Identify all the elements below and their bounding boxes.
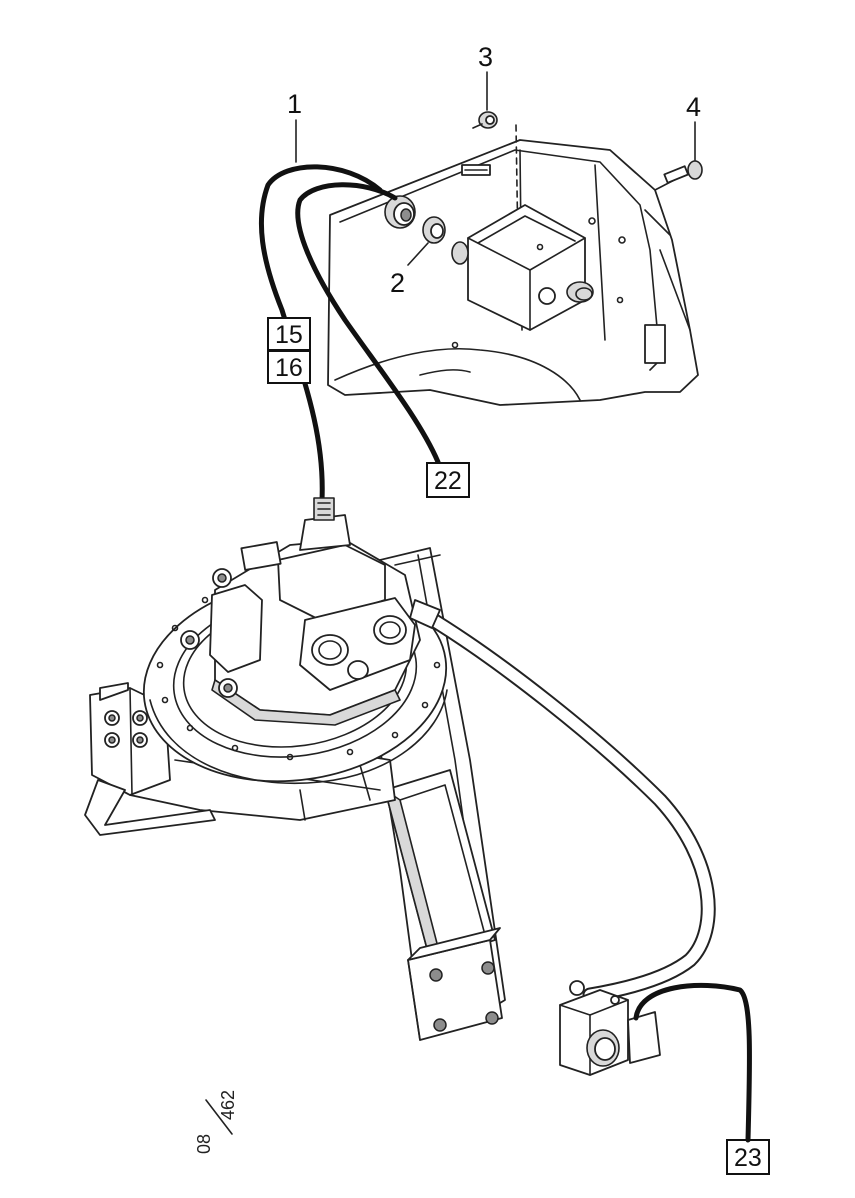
callout-label-4: 4 [686, 92, 701, 122]
callout-2: 2 [390, 242, 429, 298]
ref-box-16: 16 [267, 350, 311, 384]
callout-4: 4 [686, 92, 701, 161]
callout-3: 3 [478, 42, 493, 111]
rotary-motor-assembly [84, 497, 506, 1041]
drawing-ref-numerator: 08 [194, 1134, 214, 1154]
nut [472, 111, 498, 129]
callout-label-2: 2 [390, 268, 405, 298]
cable-22 [295, 182, 441, 465]
upper-housing-assembly [327, 111, 703, 406]
hydraulic-hose [409, 599, 716, 1003]
callout-label-1: 1 [287, 89, 302, 119]
ref-box-22: 22 [426, 462, 470, 498]
ref-box-15: 15 [267, 317, 311, 351]
hydraulic-motor [180, 497, 421, 726]
ref-box-23: 23 [726, 1139, 770, 1175]
washer [422, 216, 446, 244]
ref-label-22: 22 [434, 467, 462, 495]
junction-box [451, 204, 596, 331]
callout-1: 1 [287, 89, 302, 163]
cable-1 [258, 164, 383, 503]
ref-label-16: 16 [275, 354, 303, 382]
cable-gland [384, 195, 416, 229]
drawing-reference: 08 462 [194, 1090, 238, 1154]
ref-label-15: 15 [275, 321, 303, 349]
cable-23 [633, 982, 753, 1143]
callout-label-3: 3 [478, 42, 493, 72]
drawing-ref-denominator: 462 [218, 1090, 238, 1120]
ref-label-23: 23 [734, 1144, 762, 1172]
sensor-valve [559, 980, 661, 1076]
screw [654, 160, 703, 191]
mounting-block [407, 927, 503, 1041]
